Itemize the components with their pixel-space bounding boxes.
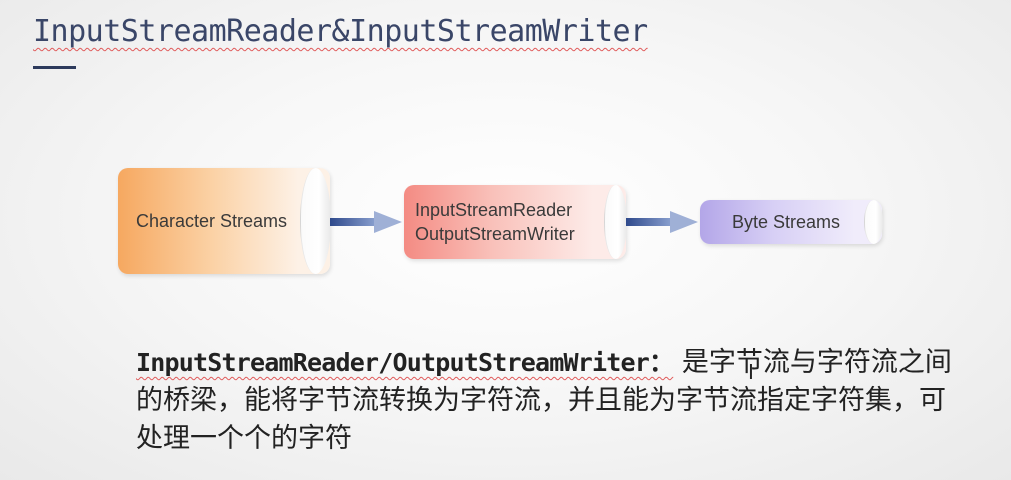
arrow-right-icon	[330, 211, 402, 233]
cylinder-cap	[864, 200, 883, 244]
arrow-right-icon	[626, 211, 698, 233]
reader-writer-cylinder: InputStreamReader OutputStreamWriter	[404, 185, 627, 259]
cylinder-cap	[604, 185, 627, 259]
cylinder-cap	[300, 168, 331, 274]
title-underline-bar	[33, 66, 76, 69]
description-text: 是字节流与字符流之间的桥梁，能将字节流转换为字符流，并且能为字节流指定字符集，可…	[136, 347, 952, 454]
byte-streams-cylinder: Byte Streams	[700, 200, 883, 244]
byte-streams-label: Byte Streams	[732, 212, 841, 232]
description-term: InputStreamReader/OutputStreamWriter：	[136, 348, 674, 377]
description-paragraph: InputStreamReader/OutputStreamWriter： 是字…	[136, 344, 966, 458]
reader-label: InputStreamReader	[415, 200, 573, 220]
writer-label: OutputStreamWriter	[415, 224, 575, 244]
character-streams-label: Character Streams	[136, 211, 288, 231]
reader-writer-label: InputStreamReader OutputStreamWriter	[415, 185, 575, 259]
slide-title: InputStreamReader&InputStreamWriter	[33, 14, 648, 49]
text-cursor-icon: Ⅰ	[748, 360, 754, 384]
character-streams-cylinder: Character Streams	[118, 168, 331, 274]
